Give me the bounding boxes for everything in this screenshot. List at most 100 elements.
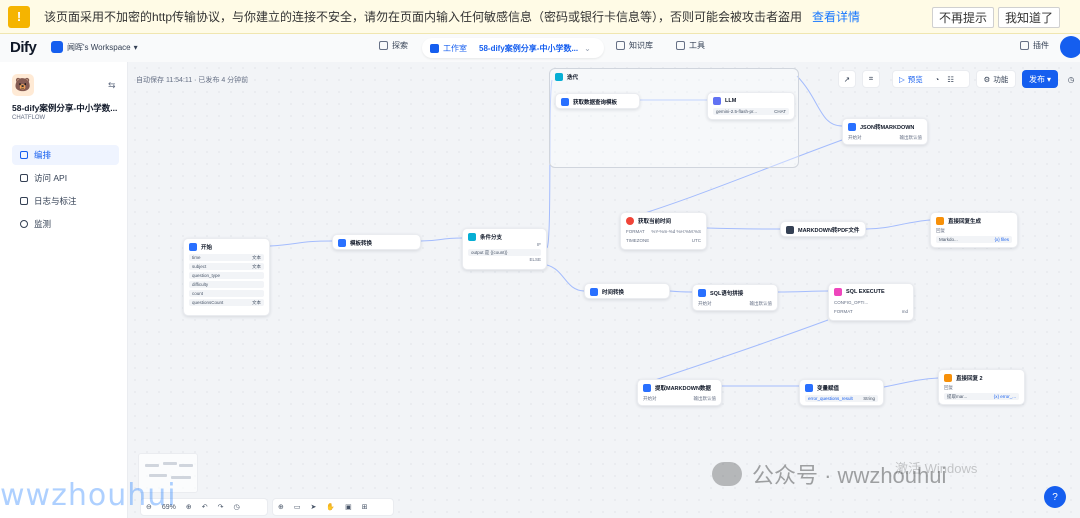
version-history-button[interactable]: ↗ [838, 70, 856, 88]
nav-explore[interactable]: 探索 [379, 40, 408, 51]
node-header: 变量赋值 [805, 383, 878, 393]
node-get-current-time[interactable]: 获取当前时间 FORMAT%Y-%m-%d %H:%M:%S TIMEZONE U… [620, 212, 707, 250]
node-header: 时间转换 [590, 287, 664, 297]
code-icon [561, 98, 569, 106]
reply-icon [944, 374, 952, 382]
features-button[interactable]: ⚙ 功能 [976, 70, 1016, 88]
start-field: count [189, 290, 264, 297]
preview-label: 预览 [907, 74, 923, 84]
pointer-icon[interactable]: ➤ [310, 504, 317, 511]
zoom-out-icon[interactable]: ⊖ [146, 504, 152, 511]
got-it-button[interactable]: 我知道了 [998, 7, 1061, 28]
minimap[interactable] [138, 453, 198, 493]
node-header: 获取当前时间 [626, 216, 701, 226]
node-if-else[interactable]: 条件分支 IF output 是 {{count}} ELSE [462, 228, 547, 270]
sidebar-item-api[interactable]: 访问 API [12, 168, 119, 188]
field-name: time [192, 255, 201, 260]
note-icon[interactable]: ▭ [293, 504, 301, 511]
checklist-icon[interactable]: ◔ [934, 74, 940, 84]
node-time-convert[interactable]: 时间转换 [584, 283, 670, 299]
nav-studio-label: 工作室 [443, 43, 467, 53]
sidebar-item-orchestrate[interactable]: 编排 [12, 145, 119, 165]
workspace-selector[interactable]: 闻晖's Workspace ▾ [51, 41, 138, 53]
list-icon[interactable]: ☷ [947, 74, 955, 84]
iteration-container[interactable]: 迭代 [549, 68, 799, 168]
dify-logo[interactable]: Dify [10, 39, 37, 56]
node-sql-concat[interactable]: SQL语句拼接 开始对输出默认值 [692, 284, 778, 311]
kv-value: 输出默认值 [899, 134, 923, 140]
preview-button-group[interactable]: ▷ 预览 ◔ ☷ [892, 70, 970, 88]
history-icon[interactable]: ◷ [233, 504, 240, 511]
variable-type: String [863, 396, 875, 401]
node-direct-reply-1[interactable]: 直接回复生成 回复 Markdo...{x} files [930, 212, 1018, 248]
env-variables-button[interactable]: ⌗ [862, 70, 880, 88]
publish-label: 发布 [1028, 74, 1045, 84]
chevron-down-icon: ⌄ [584, 43, 591, 53]
node-llm[interactable]: LLM gemini-2.5-flash-pr...CHAT [707, 92, 795, 120]
reply-label: 回复 [936, 228, 945, 233]
run-history-button[interactable]: ◷ [1064, 70, 1078, 88]
node-markdown-to-pdf[interactable]: MARKDOWN转PDF文件 [780, 221, 866, 237]
features-icon: ⚙ [983, 74, 991, 84]
kv-value: UTC [691, 238, 701, 243]
field-type: 文本 [252, 263, 261, 269]
zoom-in-icon[interactable]: ⊕ [185, 504, 192, 511]
kv-key: FORMAT [626, 229, 645, 234]
branch-icon [468, 233, 476, 241]
kv-key: FORMAT [834, 309, 853, 314]
sidebar-item-label: 访问 API [34, 173, 68, 183]
reply-row: 提取mar...{x} error_... [944, 393, 1019, 400]
image-icon[interactable]: ▣ [345, 504, 352, 511]
clock-icon: ◷ [1067, 74, 1075, 84]
nav-tools[interactable]: 工具 [676, 40, 705, 51]
nav-plugins[interactable]: 插件 [1020, 40, 1049, 51]
view-details-link[interactable]: 查看详情 [812, 10, 861, 24]
sidebar-item-monitor[interactable]: 监测 [12, 214, 119, 234]
minimap-node [149, 474, 167, 477]
node-extract-markdown[interactable]: 提取MARKDOWN数据 开始对输出默认值 [637, 379, 722, 406]
else-label: ELSE [529, 257, 541, 262]
wechat-icon [712, 462, 742, 486]
add-node-icon[interactable]: ⊕ [278, 504, 284, 511]
collapse-sidebar-icon[interactable]: ⇆ [108, 80, 116, 90]
history-icon: ↗ [843, 74, 851, 84]
variable-icon [805, 384, 813, 392]
kv-value: 输出默认值 [693, 395, 717, 401]
zoom-level[interactable]: 69% [161, 503, 176, 511]
nav-knowledge[interactable]: 知识库 [616, 40, 653, 51]
sidebar-item-logs[interactable]: 日志与标注 [12, 191, 119, 211]
help-chat-icon[interactable]: ? [1044, 486, 1066, 508]
nav-studio[interactable]: 工作室 58-dify案例分享-中小学数... ⌄ [422, 38, 604, 58]
kv-key: 开始对 [643, 395, 657, 401]
node-fetch-template[interactable]: 获取数据查询模板 [555, 93, 640, 109]
terminal-icon [20, 174, 28, 182]
kv-key: TIMEZONE [626, 238, 650, 243]
hand-icon[interactable]: ✋ [326, 504, 336, 511]
redo-icon[interactable]: ↷ [217, 504, 224, 511]
user-avatar[interactable] [1060, 36, 1080, 58]
publish-button[interactable]: 发布 ▾ [1022, 70, 1058, 88]
field-name: question_type [192, 273, 221, 278]
node-template-transform[interactable]: 模板转换 [332, 234, 421, 250]
kv-key: CONFIG_OPTI... [834, 300, 869, 305]
undo-icon[interactable]: ↶ [201, 504, 208, 511]
node-kv: FORMAT%Y-%m-%d %H:%M:%S [626, 228, 701, 235]
dont-show-again-button[interactable]: 不再提示 [932, 7, 995, 28]
node-json-to-markdown[interactable]: JSON转MARKDOWN 开始对输出默认值 [842, 118, 928, 145]
reply-var: Markdo... [939, 237, 958, 242]
model-name: gemini-2.5-flash-pr... [716, 109, 758, 114]
node-direct-reply-2[interactable]: 直接回复 2 回复 提取mar...{x} error_... [938, 369, 1025, 405]
node-title: 获取当前时间 [638, 219, 672, 225]
nav-explore-label: 探索 [392, 41, 408, 50]
code-icon [698, 289, 706, 297]
autosave-status: 自动保存 11:54:11 · 已发布 4 分钟前 [136, 77, 249, 84]
layout-icon[interactable]: ⊞ [361, 504, 368, 511]
node-title: 获取数据查询模板 [573, 100, 618, 106]
minimap-node [145, 464, 159, 467]
sidebar-item-label: 编排 [34, 150, 52, 160]
app-breadcrumb[interactable]: 58-dify案例分享-中小学数... [479, 43, 579, 53]
